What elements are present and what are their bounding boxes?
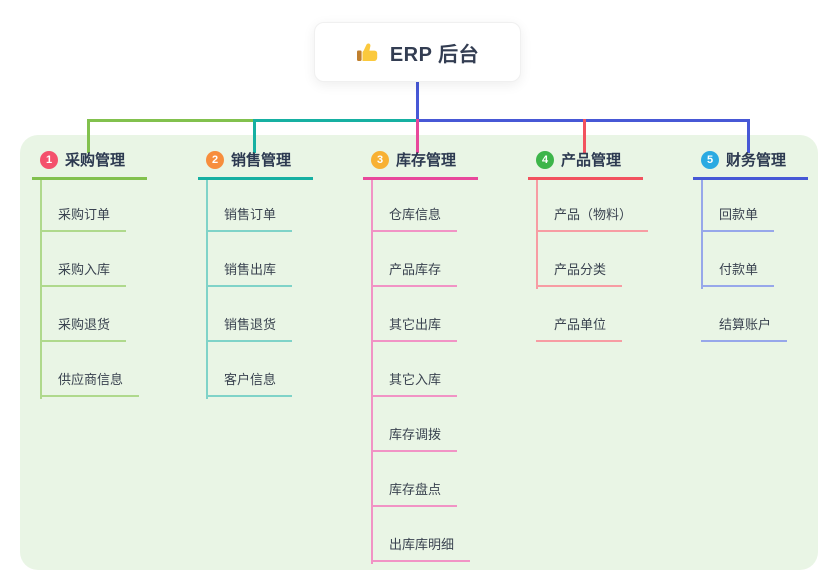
- node-purchase-inbound[interactable]: 采购入库: [32, 232, 172, 287]
- node-sales-outbound[interactable]: 销售出库: [198, 232, 338, 287]
- connector-drop-inventory: [416, 119, 419, 153]
- branch-finance: 5 财务管理 回款单 付款单 结算账户: [693, 146, 833, 342]
- branch-purchase-title: 采购管理: [65, 152, 126, 169]
- branch-sales-underline: [198, 177, 313, 180]
- node-product-unit[interactable]: 产品单位: [528, 287, 668, 342]
- connector-drop-finance: [747, 119, 750, 153]
- branch-sales-badge: 2: [206, 150, 224, 169]
- node-purchase-order[interactable]: 采购订单: [32, 180, 172, 232]
- branch-purchase-children: 采购订单 采购入库 采购退货 供应商信息: [32, 180, 172, 399]
- node-stock-transfer[interactable]: 库存调拨: [363, 397, 503, 452]
- branch-inventory-children: 仓库信息 产品库存 其它出库 其它入库 库存调拨 库存盘点 出库库明细: [363, 180, 503, 564]
- node-sales-order[interactable]: 销售订单: [198, 180, 338, 232]
- node-warehouse-info[interactable]: 仓库信息: [363, 180, 503, 232]
- branch-finance-badge: 5: [701, 150, 719, 169]
- branch-sales-children: 销售订单 销售出库 销售退货 客户信息: [198, 180, 338, 399]
- node-settlement-account[interactable]: 结算账户: [693, 287, 833, 342]
- node-supplier-info[interactable]: 供应商信息: [32, 342, 172, 397]
- node-stock-taking[interactable]: 库存盘点: [363, 452, 503, 507]
- connector-drop-product: [583, 119, 586, 153]
- branch-inventory-header[interactable]: 3 库存管理: [363, 146, 478, 177]
- branch-finance-title: 财务管理: [726, 152, 787, 169]
- root-connector-line: [416, 82, 419, 120]
- branch-finance-underline: [693, 177, 808, 180]
- branch-purchase-header[interactable]: 1 采购管理: [32, 146, 147, 177]
- branch-finance-header[interactable]: 5 财务管理: [693, 146, 808, 177]
- connector-drop-purchase: [87, 119, 90, 153]
- branch-sales-header[interactable]: 2 销售管理: [198, 146, 313, 177]
- branch-finance-children: 回款单 付款单 结算账户: [693, 180, 833, 342]
- node-inout-detail[interactable]: 出库库明细: [363, 507, 503, 562]
- node-purchase-return[interactable]: 采购退货: [32, 287, 172, 342]
- branch-inventory: 3 库存管理 仓库信息 产品库存 其它出库 其它入库 库存调拨 库存盘点 出库库…: [363, 146, 503, 564]
- node-product-material[interactable]: 产品（物料）: [528, 180, 668, 232]
- branch-product-children: 产品（物料） 产品分类 产品单位: [528, 180, 668, 342]
- branch-sales: 2 销售管理 销售订单 销售出库 销售退货 客户信息: [198, 146, 338, 399]
- root-title: ERP 后台: [389, 43, 480, 66]
- node-product-stock[interactable]: 产品库存: [363, 232, 503, 287]
- branch-inventory-badge: 3: [371, 150, 389, 169]
- branch-product-underline: [528, 177, 643, 180]
- branch-purchase: 1 采购管理 采购订单 采购入库 采购退货 供应商信息: [32, 146, 172, 399]
- connector-drop-sales: [253, 119, 256, 153]
- thumbs-up-icon: [356, 40, 380, 64]
- branch-sales-title: 销售管理: [231, 152, 292, 169]
- node-customer-info[interactable]: 客户信息: [198, 342, 338, 397]
- connector-bus-teal: [253, 119, 418, 122]
- node-sales-return[interactable]: 销售退货: [198, 287, 338, 342]
- branch-product: 4 产品管理 产品（物料） 产品分类 产品单位: [528, 146, 668, 342]
- branch-product-badge: 4: [536, 150, 554, 169]
- node-other-outbound[interactable]: 其它出库: [363, 287, 503, 342]
- node-product-category[interactable]: 产品分类: [528, 232, 668, 287]
- node-receipt-order[interactable]: 回款单: [693, 180, 833, 232]
- branch-purchase-badge: 1: [40, 150, 58, 169]
- connector-bus-green: [87, 119, 255, 122]
- branch-product-header[interactable]: 4 产品管理: [528, 146, 643, 177]
- branch-inventory-underline: [363, 177, 478, 180]
- root-node[interactable]: ERP 后台: [314, 22, 521, 82]
- branch-product-title: 产品管理: [561, 152, 622, 169]
- branch-inventory-title: 库存管理: [396, 152, 457, 169]
- background-panel: [20, 135, 818, 570]
- node-payment-order[interactable]: 付款单: [693, 232, 833, 287]
- branch-purchase-underline: [32, 177, 147, 180]
- node-other-inbound[interactable]: 其它入库: [363, 342, 503, 397]
